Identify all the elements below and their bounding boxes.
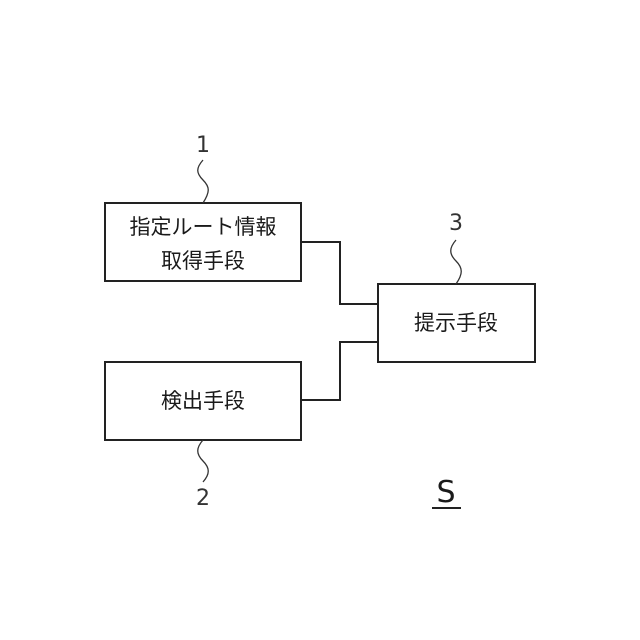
leader-line-2 [198,440,209,482]
leader-line-3 [451,240,462,284]
presentation-block: 提示手段 [378,284,535,362]
route-info-acquisition-label-line2: 取得手段 [161,249,245,273]
connector-route-to-presentation [301,242,378,304]
reference-numeral-2: 2 [196,486,210,511]
reference-numeral-3: 3 [449,211,463,236]
detection-block: 検出手段 [105,362,301,440]
detection-label: 検出手段 [161,389,245,413]
leader-line-1 [198,160,209,203]
reference-numeral-1: 1 [196,133,210,158]
route-info-acquisition-block: 指定ルート情報 取得手段 [105,203,301,281]
system-label: S [436,475,455,510]
presentation-label: 提示手段 [414,311,498,335]
route-info-acquisition-label-line1: 指定ルート情報 [130,215,277,239]
connector-detection-to-presentation [301,342,378,400]
